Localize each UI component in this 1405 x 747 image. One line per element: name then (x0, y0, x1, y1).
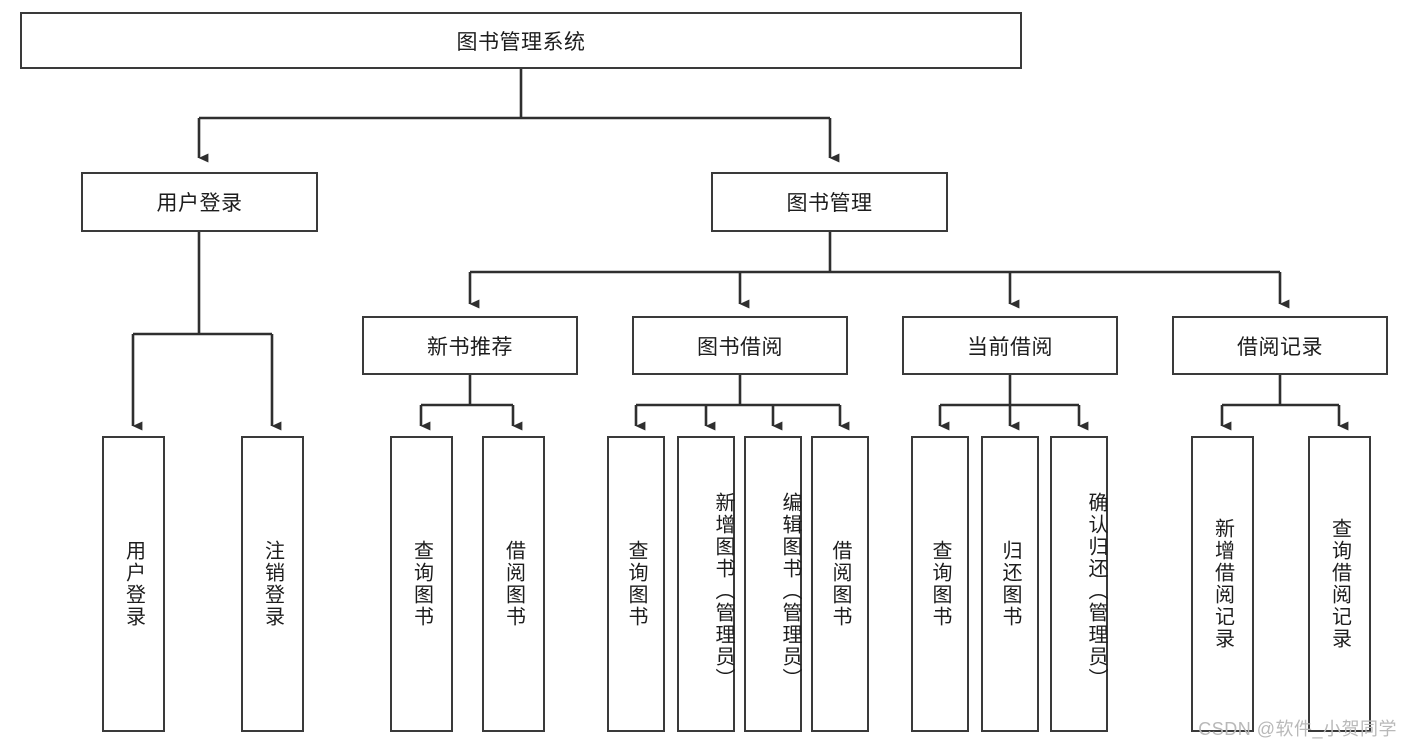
node-label: 借阅记录 (1237, 335, 1323, 359)
node-label: 查询图书 (625, 540, 647, 628)
node-label: 用户登录 (122, 540, 145, 628)
node-label: 图书管理系统 (456, 30, 586, 54)
node-label: 当前借阅 (967, 335, 1053, 359)
leaf-borrow-book-recommend[interactable]: 借阅图书 (482, 436, 545, 732)
node-label: 图书管理 (786, 192, 873, 215)
node-label: 借阅图书 (502, 540, 525, 628)
leaf-return-book[interactable]: 归还图书 (981, 436, 1039, 732)
leaf-edit-book-admin[interactable]: 编辑图书（管理员） (744, 436, 802, 732)
node-label: 借阅图书 (829, 540, 851, 628)
leaf-add-book-admin[interactable]: 新增图书（管理员） (677, 436, 735, 732)
node-label: 查询图书 (929, 540, 951, 628)
leaf-add-borrow-record[interactable]: 新增借阅记录 (1191, 436, 1254, 732)
leaf-confirm-return-admin[interactable]: 确认归还（管理员） (1050, 436, 1108, 732)
leaf-borrow-book[interactable]: 借阅图书 (811, 436, 869, 732)
leaf-query-book-recommend[interactable]: 查询图书 (390, 436, 453, 732)
node-borrow-record[interactable]: 借阅记录 (1172, 316, 1388, 375)
node-label: 编辑图书（管理员） (779, 492, 801, 690)
node-label: 查询借阅记录 (1328, 518, 1351, 650)
node-book-management[interactable]: 图书管理 (711, 172, 948, 232)
node-new-book-recommend[interactable]: 新书推荐 (362, 316, 578, 375)
leaf-query-borrow-record[interactable]: 查询借阅记录 (1308, 436, 1371, 732)
node-current-borrow[interactable]: 当前借阅 (902, 316, 1118, 375)
node-label: 注销登录 (261, 540, 284, 628)
node-label: 确认归还（管理员） (1085, 492, 1107, 690)
node-label: 用户登录 (156, 192, 243, 215)
node-root-system[interactable]: 图书管理系统 (20, 12, 1022, 69)
node-user-login[interactable]: 用户登录 (81, 172, 318, 232)
leaf-user-login[interactable]: 用户登录 (102, 436, 165, 732)
node-label: 归还图书 (999, 540, 1021, 628)
node-label: 新增借阅记录 (1211, 518, 1234, 650)
node-label: 图书借阅 (697, 335, 783, 359)
node-label: 新书推荐 (427, 335, 513, 359)
node-label: 新增图书（管理员） (712, 492, 734, 690)
node-book-borrow[interactable]: 图书借阅 (632, 316, 848, 375)
watermark: CSDN @软件_小贺同学 (1198, 719, 1397, 739)
leaf-logout[interactable]: 注销登录 (241, 436, 304, 732)
leaf-query-book-current[interactable]: 查询图书 (911, 436, 969, 732)
leaf-query-book-borrow[interactable]: 查询图书 (607, 436, 665, 732)
node-label: 查询图书 (410, 540, 433, 628)
